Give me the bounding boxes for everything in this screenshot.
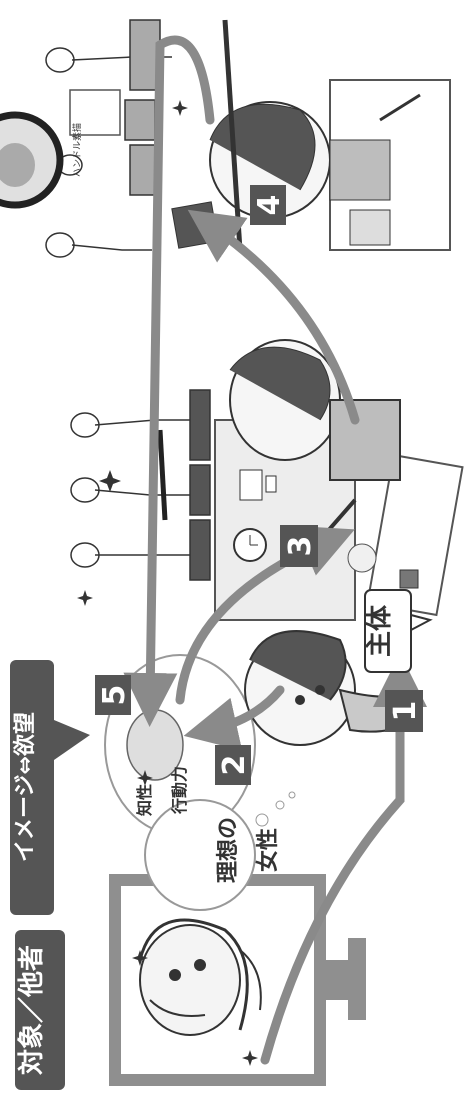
label-subject: 主体 bbox=[365, 604, 395, 657]
svg-text:対象／他者: 対象／他者 bbox=[16, 945, 47, 1075]
svg-text:3: 3 bbox=[283, 536, 318, 557]
step-5: 5 bbox=[95, 675, 132, 715]
svg-text:イメージ⇔欲望: イメージ⇔欲望 bbox=[12, 712, 38, 862]
svg-text:1: 1 bbox=[388, 701, 423, 722]
magnifier-circle-icon bbox=[0, 115, 60, 205]
step-1: 1 bbox=[385, 690, 423, 732]
svg-text:4: 4 bbox=[252, 195, 287, 216]
sketch-caption: ハンドル素描 bbox=[71, 123, 83, 177]
step-2: 2 bbox=[215, 745, 252, 785]
step-4: 4 bbox=[250, 185, 287, 225]
svg-text:知性: 知性 bbox=[135, 784, 154, 816]
arrow-5 bbox=[150, 40, 210, 700]
svg-text:行動力: 行動力 bbox=[170, 766, 189, 815]
svg-text:2: 2 bbox=[217, 755, 252, 776]
clock-icon bbox=[234, 529, 266, 561]
svg-text:ハンドル素描: ハンドル素描 bbox=[71, 123, 83, 177]
center-figures bbox=[71, 390, 210, 580]
svg-text:理想の: 理想の bbox=[216, 817, 241, 883]
svg-text:5: 5 bbox=[97, 685, 132, 706]
svg-text:女性: 女性 bbox=[255, 828, 281, 872]
label-image-desire: イメージ⇔欲望 bbox=[10, 660, 90, 915]
step-3: 3 bbox=[280, 525, 318, 567]
label-object-other: 対象／他者 bbox=[15, 930, 65, 1090]
